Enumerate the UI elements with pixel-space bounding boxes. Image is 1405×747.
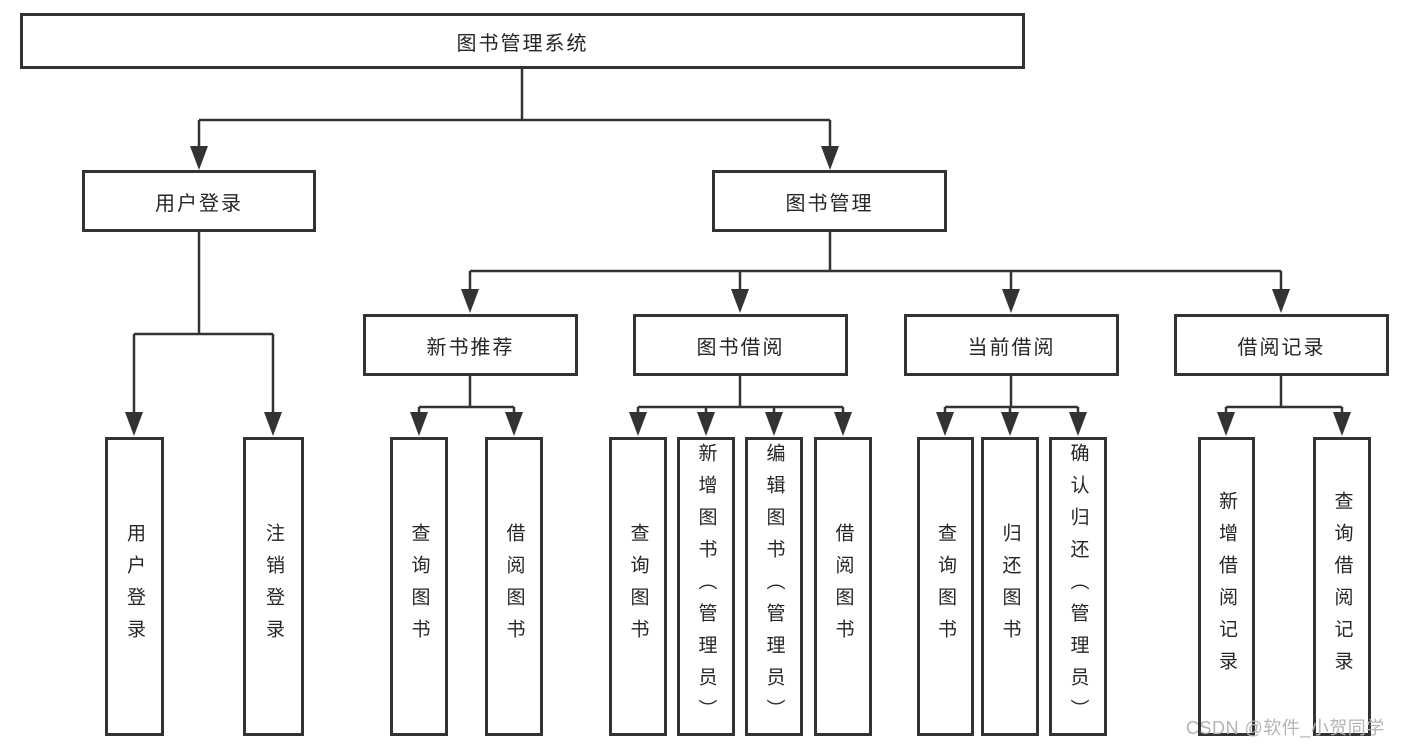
node-label: 查询图书 [935, 522, 956, 651]
node-query-books-borrowing: 查询图书 [609, 437, 667, 736]
arrowheads-new-book-recommendation [410, 412, 523, 436]
node-label: 借阅记录 [1237, 336, 1326, 359]
node-user-login-leaf: 用户登录 [105, 437, 164, 736]
node-label: 借阅图书 [503, 522, 525, 651]
node-new-book-recommendation: 新书推荐 [363, 314, 578, 376]
node-edit-books-admin: 编辑图书（管理员） [745, 437, 803, 736]
arrowheads-book-management [461, 289, 1290, 313]
node-label: 编辑图书（管理员） [763, 442, 785, 731]
arrowheads-borrowing-records [1217, 412, 1351, 436]
node-label: 归还图书 [999, 522, 1021, 651]
node-confirm-return-admin: 确认归还（管理员） [1049, 437, 1107, 736]
node-label: 用户登录 [155, 192, 243, 215]
connector-new-book-recommendation [417, 376, 516, 416]
node-label: 当前借阅 [967, 336, 1056, 359]
node-label: 注销登录 [263, 522, 284, 651]
node-query-books-recommend: 查询图书 [390, 437, 448, 736]
node-label: 图书管理系统 [456, 32, 589, 55]
node-book-borrowing: 图书借阅 [633, 314, 848, 376]
node-book-management: 图书管理 [712, 170, 947, 232]
node-add-books-admin: 新增图书（管理员） [677, 437, 735, 736]
connector-current-borrowing [943, 376, 1080, 416]
connector-user-login [132, 232, 275, 416]
node-borrowing-records: 借阅记录 [1174, 314, 1389, 376]
node-label: 新书推荐 [426, 336, 515, 359]
node-label: 图书借阅 [696, 336, 785, 359]
node-query-borrow-record: 查询借阅记录 [1313, 437, 1371, 736]
connector-book-borrowing [636, 376, 845, 416]
arrowheads-user-login [125, 412, 282, 436]
connector-root [197, 69, 832, 150]
node-logout-leaf: 注销登录 [243, 437, 304, 736]
node-label: 借阅图书 [832, 522, 854, 651]
node-label: 确认归还（管理员） [1067, 442, 1089, 731]
connector-book-management [468, 232, 1283, 292]
node-label: 查询图书 [408, 522, 430, 651]
node-user-login: 用户登录 [82, 170, 316, 232]
node-query-books-current: 查询图书 [917, 437, 974, 736]
node-return-books: 归还图书 [981, 437, 1039, 736]
node-label: 查询图书 [627, 522, 649, 651]
node-label: 新增图书（管理员） [695, 442, 717, 731]
node-current-borrowing: 当前借阅 [904, 314, 1119, 376]
node-borrow-books-leaf: 借阅图书 [814, 437, 872, 736]
arrowheads-root [190, 146, 839, 170]
csdn-watermark: CSDN @软件_小贺同学 [1186, 718, 1385, 738]
node-label: 查询借阅记录 [1331, 490, 1353, 683]
node-label: 用户登录 [124, 522, 145, 651]
connector-borrowing-records [1224, 376, 1344, 416]
node-add-borrow-record: 新增借阅记录 [1198, 437, 1255, 736]
arrowheads-current-borrowing [936, 412, 1087, 436]
arrowheads-book-borrowing [629, 412, 852, 436]
node-borrow-books-recommend: 借阅图书 [485, 437, 543, 736]
node-library-management-system: 图书管理系统 [20, 13, 1025, 69]
node-label: 新增借阅记录 [1216, 490, 1237, 683]
node-label: 图书管理 [785, 192, 874, 215]
